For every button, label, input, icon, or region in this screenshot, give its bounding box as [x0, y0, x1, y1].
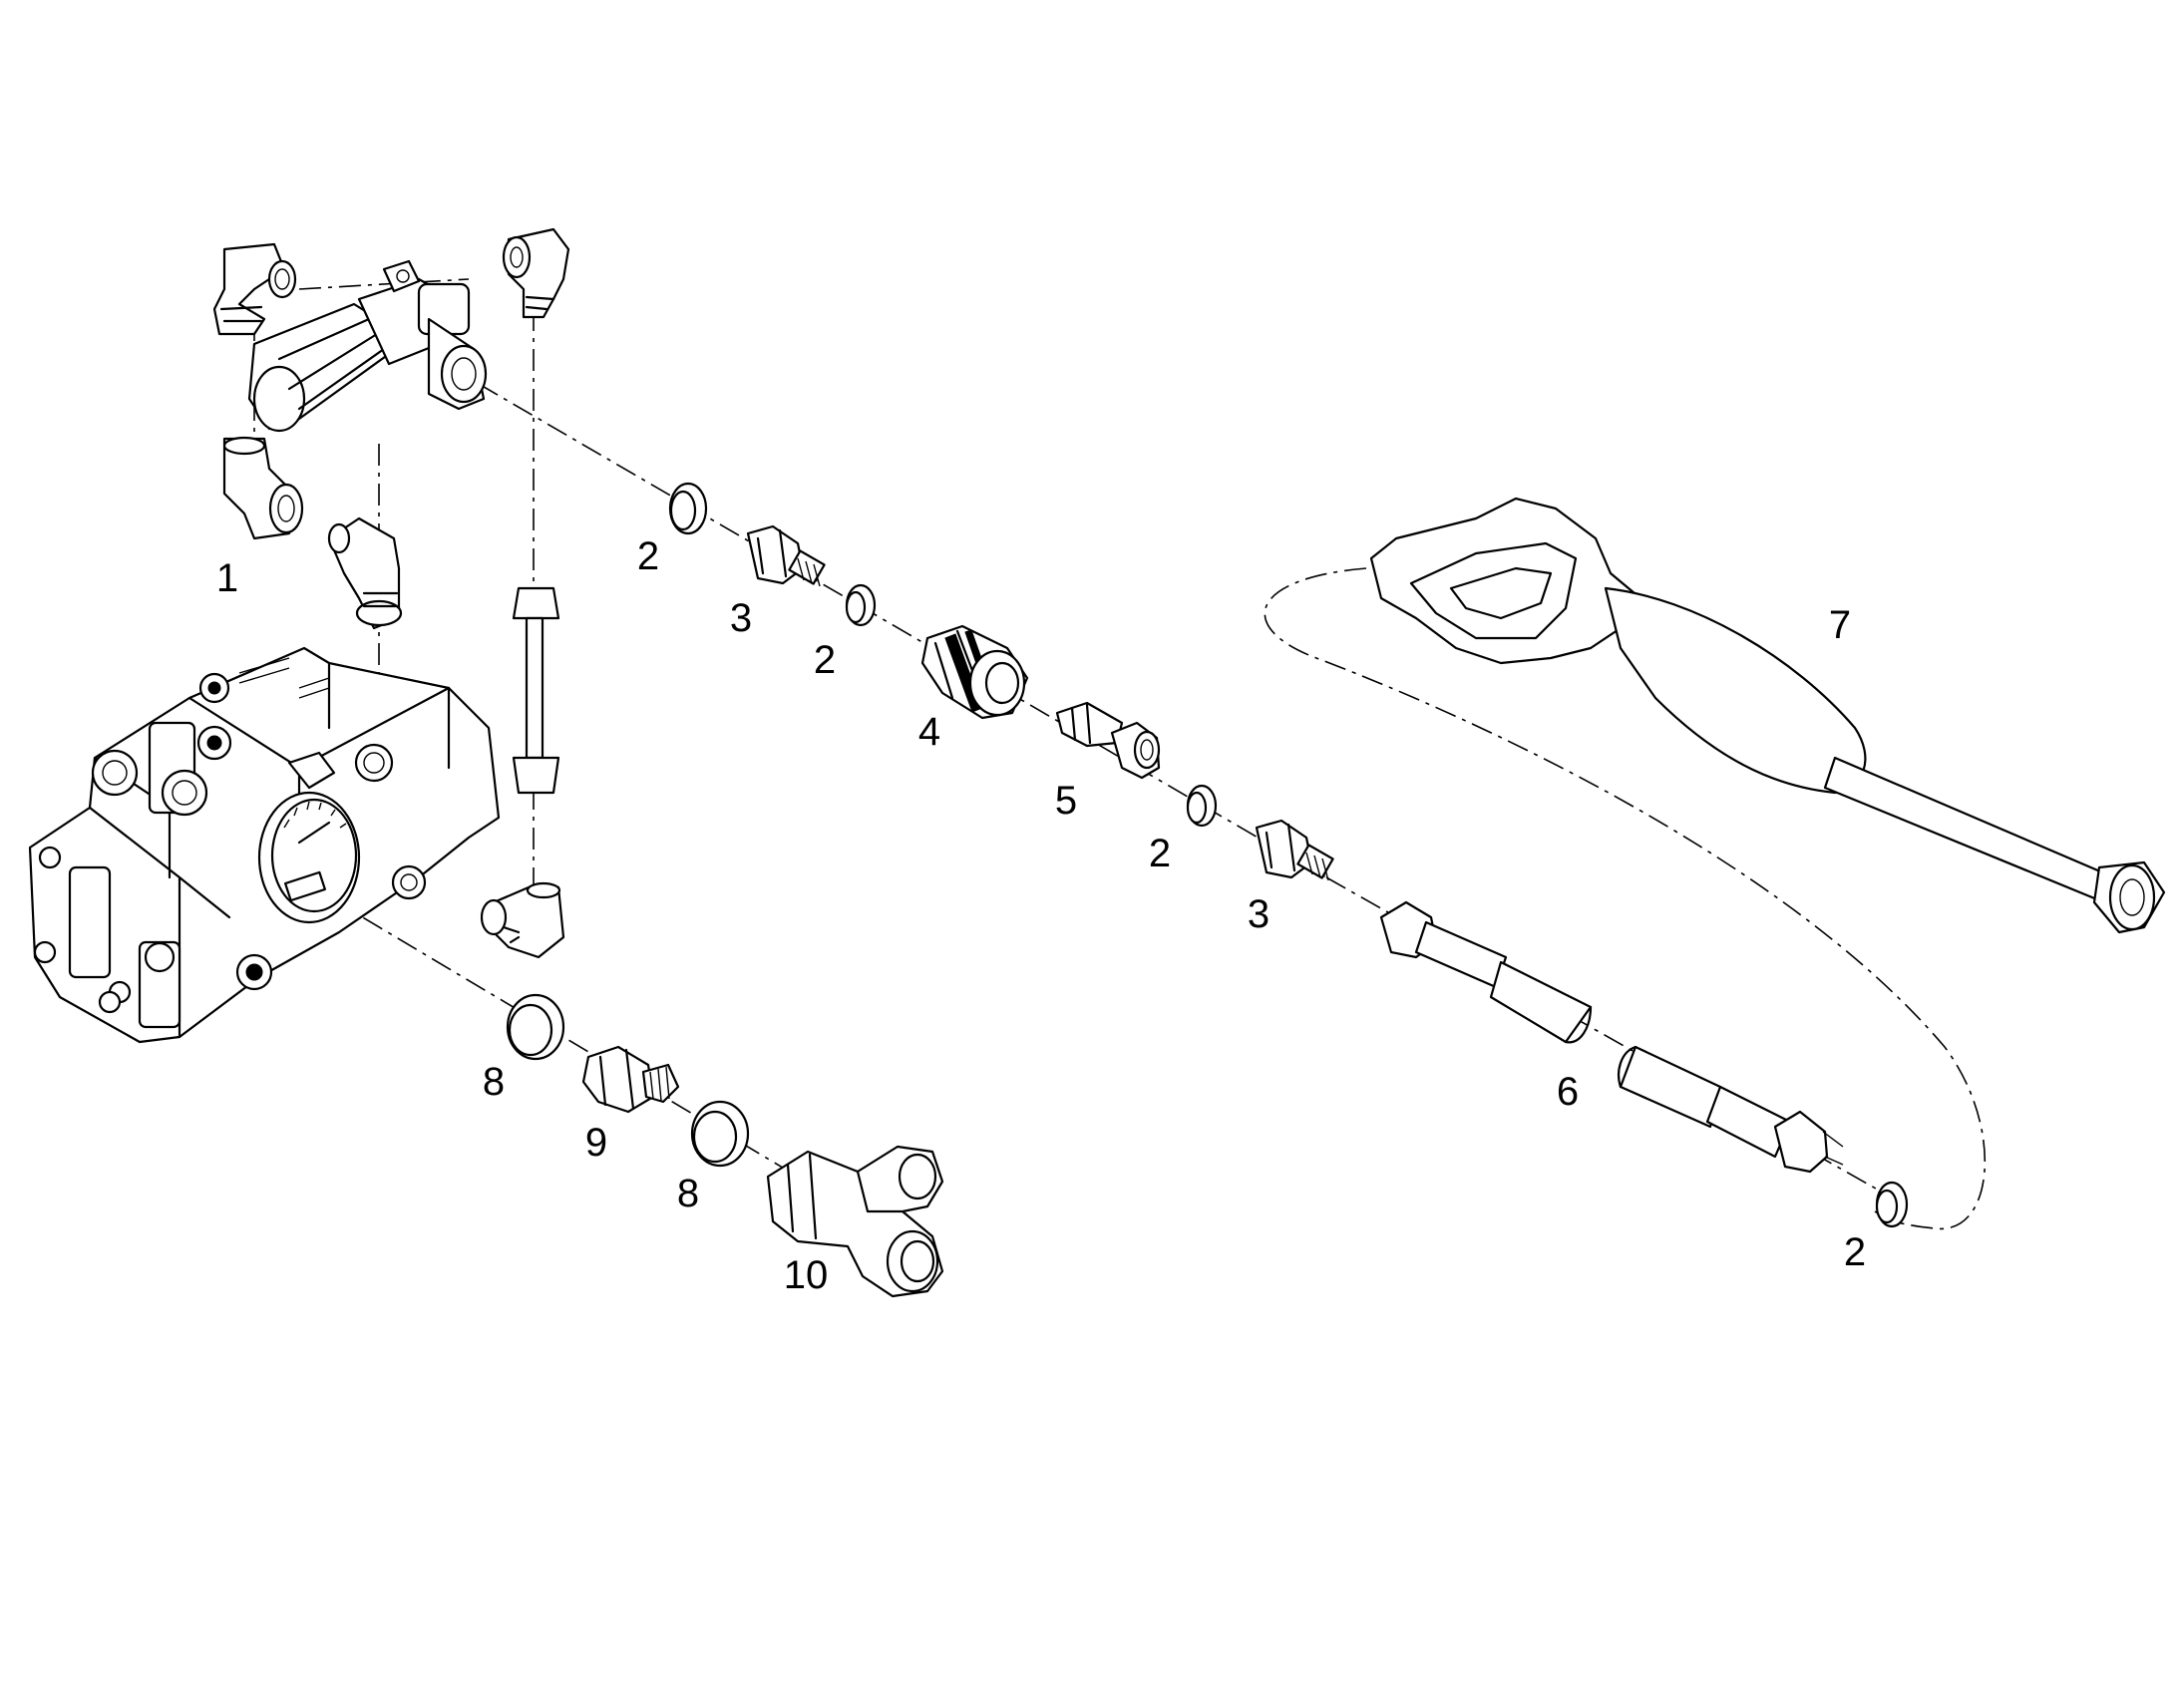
pump-assembly [28, 227, 570, 1044]
callout-2: 2 [813, 638, 837, 682]
pressure-gauge-icon [257, 791, 361, 924]
washer-8-a [506, 993, 565, 1061]
nipple-3-b [1255, 819, 1334, 881]
callout-3: 3 [729, 596, 753, 640]
callout-2: 2 [636, 534, 660, 578]
callout-2: 2 [1148, 832, 1172, 875]
plug-nipple-5 [1055, 701, 1161, 780]
elbow-fitting-lower-right [480, 881, 565, 959]
nipple-3-a [746, 524, 826, 587]
unloader-valve [247, 259, 488, 433]
elbow-fitting-top-right [502, 227, 570, 319]
y-strainer-10 [766, 1145, 944, 1298]
callout-10: 10 [783, 1253, 829, 1297]
callout-1: 1 [215, 556, 239, 600]
callout-9: 9 [584, 1121, 608, 1165]
quick-coupler-4 [920, 624, 1029, 720]
callout-5: 5 [1054, 779, 1078, 823]
seal-ring-2-d [1875, 1181, 1909, 1228]
callout-6: 6 [1556, 1070, 1580, 1114]
callout-4: 4 [917, 710, 941, 754]
tube-vertical [512, 586, 560, 795]
callout-2: 2 [1843, 1230, 1867, 1274]
elbow-fitting-top-left [212, 242, 297, 336]
elbow-fitting-left-vertical [222, 436, 304, 540]
callout-8: 8 [482, 1060, 506, 1104]
double-nipple-9 [581, 1045, 680, 1114]
callout-3: 3 [1247, 892, 1271, 936]
callout-7: 7 [1828, 603, 1852, 647]
seal-ring-2-b [845, 583, 877, 627]
callout-8: 8 [676, 1172, 700, 1215]
washer-8-b [690, 1100, 750, 1168]
seal-ring-2-c [1186, 784, 1218, 828]
high-pressure-hose-6 [1379, 900, 1844, 1174]
seal-ring-2-a [668, 482, 708, 535]
elbow-fitting-middle [327, 516, 403, 630]
spray-gun-7 [1369, 497, 2166, 934]
